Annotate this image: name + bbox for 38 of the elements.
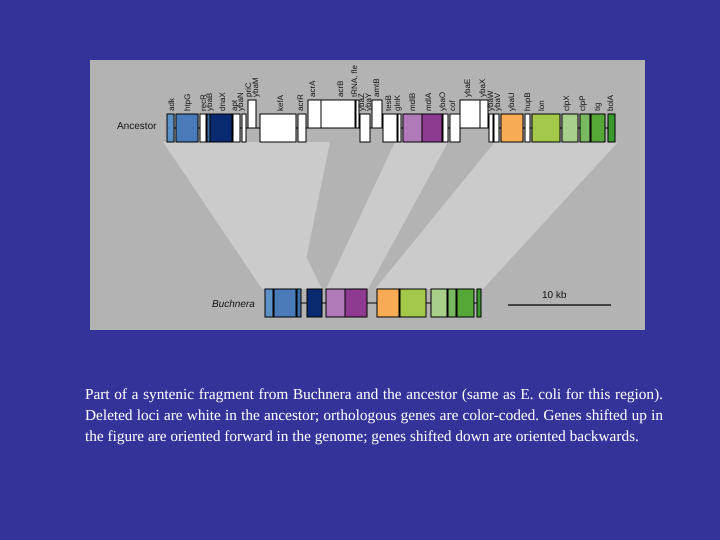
gene-label: amtB <box>372 78 380 97</box>
gene-label: ybaZ <box>356 93 366 111</box>
gene-label: clpP <box>578 95 586 111</box>
gene-label: ybaE <box>462 78 472 97</box>
gene-label: mdlB <box>408 92 416 111</box>
gene-label: adk <box>166 98 176 111</box>
gene-label: ybaV <box>492 92 502 111</box>
gene-label: htpG <box>182 94 192 111</box>
gene-label: ybaB <box>204 92 214 111</box>
gene-label: lon <box>536 100 546 111</box>
gene-label: ybaU <box>506 92 516 111</box>
gene-label: acrB <box>336 80 344 97</box>
gene-label: apt <box>230 100 238 111</box>
track-label: Ancestor <box>117 121 156 132</box>
gene-label: recR <box>198 94 208 111</box>
gene-label: priC <box>244 82 252 97</box>
gene-label: tesB <box>384 94 392 111</box>
gene-label: glnK <box>392 94 402 111</box>
gene-label: ybaY <box>364 92 372 111</box>
gene-label: kefA <box>276 94 284 111</box>
gene-label: clpX <box>562 95 570 111</box>
gene-label: ybaX <box>478 78 486 97</box>
gene-label: tRNA, fle <box>350 64 358 97</box>
scale-label: 10 kb <box>542 290 566 301</box>
gene-label: acrR <box>296 94 304 111</box>
gene-label: hupB <box>522 92 532 111</box>
caption: Part of a syntenic fragment from Buchnera and the ancestor (same as E. coli for this region). Deleted loci are white in the ancestor; orthologous genes are color-coded. Genes shifted up in the figure are oriented forward in the genome; genes shifted down are oriented backwards. <box>85 385 663 447</box>
gene-label: dnaX <box>218 92 226 111</box>
gene-label: ybaO <box>438 92 446 111</box>
gene-label: acrA <box>308 80 316 97</box>
gene-label: bolA <box>606 94 614 111</box>
gene-label: ybaW <box>486 90 494 111</box>
gene-label: tig <box>592 102 602 111</box>
gene-label: cof <box>448 100 456 111</box>
gene-label: ybaN <box>236 92 244 111</box>
gene-label: ybaM <box>250 77 260 97</box>
gene-label: mdlA <box>424 92 432 111</box>
track-label: Buchnera <box>212 299 255 310</box>
